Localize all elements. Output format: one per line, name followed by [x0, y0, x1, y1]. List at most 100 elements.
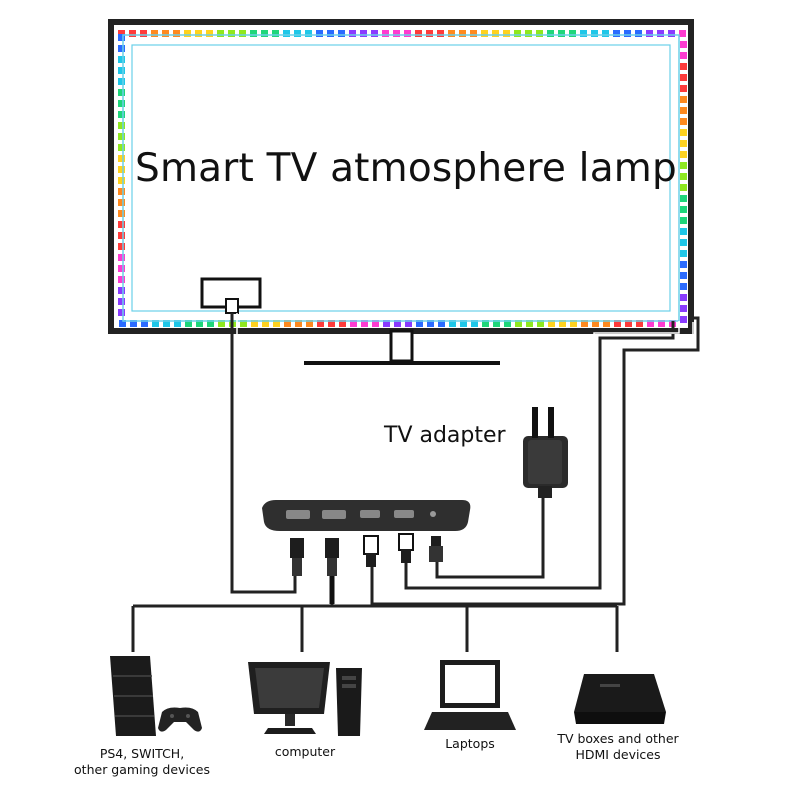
- led-light: [372, 320, 379, 327]
- led-light: [283, 30, 290, 37]
- led-light: [470, 30, 477, 37]
- led-light: [349, 30, 356, 37]
- tv-box-icon: [574, 674, 666, 724]
- led-light: [130, 320, 137, 327]
- led-light: [526, 320, 533, 327]
- led-light: [558, 30, 565, 37]
- led-light: [118, 221, 125, 228]
- led-light: [625, 320, 632, 327]
- led-light: [680, 107, 687, 114]
- led-light: [680, 96, 687, 103]
- tv-usb-cable-inner: [377, 322, 694, 599]
- tv-hdmi-return-cable-inner: [411, 321, 680, 583]
- led-light: [536, 30, 543, 37]
- game-console-icon: [110, 656, 202, 736]
- hdmi-connector-2: [325, 538, 339, 604]
- led-light: [680, 294, 687, 301]
- led-light: [273, 320, 280, 327]
- led-light: [438, 320, 445, 327]
- led-light: [680, 63, 687, 70]
- led-light: [646, 30, 653, 37]
- led-light: [173, 30, 180, 37]
- led-light: [217, 30, 224, 37]
- led-light: [427, 320, 434, 327]
- hdmi-connector-1: [290, 538, 304, 576]
- led-light: [339, 320, 346, 327]
- device-label-laptops: Laptops: [420, 736, 520, 752]
- led-light: [580, 30, 587, 37]
- led-light: [680, 184, 687, 191]
- led-light: [658, 320, 665, 327]
- led-light: [350, 320, 357, 327]
- led-light: [680, 272, 687, 279]
- led-light: [680, 85, 687, 92]
- led-light: [668, 30, 675, 37]
- led-light: [493, 320, 500, 327]
- led-light: [251, 320, 258, 327]
- led-light: [184, 30, 191, 37]
- led-light: [141, 320, 148, 327]
- led-light: [636, 320, 643, 327]
- led-light: [118, 122, 125, 129]
- led-light: [492, 30, 499, 37]
- device-label-tv-box: TV boxes and other HDMI devices: [548, 731, 688, 763]
- led-light: [680, 140, 687, 147]
- led-light: [449, 320, 456, 327]
- led-light: [140, 30, 147, 37]
- led-light: [261, 30, 268, 37]
- led-light: [118, 45, 125, 52]
- tv-usb-cable: [370, 316, 700, 606]
- tv-stand-neck: [389, 329, 414, 363]
- adapter-cable: [435, 485, 545, 579]
- led-light: [118, 89, 125, 96]
- tv-adapter-icon: [523, 407, 568, 498]
- led-light: [218, 320, 225, 327]
- led-light: [680, 250, 687, 257]
- led-light: [118, 210, 125, 217]
- led-light: [680, 261, 687, 268]
- led-light: [196, 320, 203, 327]
- led-light: [152, 320, 159, 327]
- led-light: [459, 30, 466, 37]
- desktop-computer-icon: [248, 662, 362, 736]
- led-strip-outline: [122, 34, 680, 322]
- led-light: [118, 56, 125, 63]
- usb-connector-2: [398, 533, 414, 563]
- led-light: [680, 173, 687, 180]
- led-light: [504, 320, 511, 327]
- led-light: [680, 239, 687, 246]
- led-light: [305, 30, 312, 37]
- led-light: [559, 320, 566, 327]
- led-light: [515, 320, 522, 327]
- led-light: [382, 30, 389, 37]
- led-light: [118, 232, 125, 239]
- led-light: [316, 30, 323, 37]
- led-light: [118, 100, 125, 107]
- led-controller-plug: [225, 298, 239, 314]
- tv-adapter-label: TV adapter: [384, 423, 506, 448]
- led-light: [118, 67, 125, 74]
- led-light: [591, 30, 598, 37]
- led-light: [294, 30, 301, 37]
- led-light: [405, 320, 412, 327]
- led-light: [570, 320, 577, 327]
- led-light: [306, 320, 313, 327]
- led-light: [162, 30, 169, 37]
- led-light: [614, 320, 621, 327]
- sync-box: [262, 500, 471, 531]
- led-light: [680, 305, 687, 312]
- led-light: [603, 320, 610, 327]
- led-light: [338, 30, 345, 37]
- led-light: [163, 320, 170, 327]
- led-light: [118, 177, 125, 184]
- led-light: [471, 320, 478, 327]
- led-light: [284, 320, 291, 327]
- led-light: [317, 320, 324, 327]
- led-light: [272, 30, 279, 37]
- led-light: [680, 52, 687, 59]
- led-light: [228, 30, 235, 37]
- led-light: [118, 144, 125, 151]
- led-light: [525, 30, 532, 37]
- led-light: [548, 320, 555, 327]
- led-light: [460, 320, 467, 327]
